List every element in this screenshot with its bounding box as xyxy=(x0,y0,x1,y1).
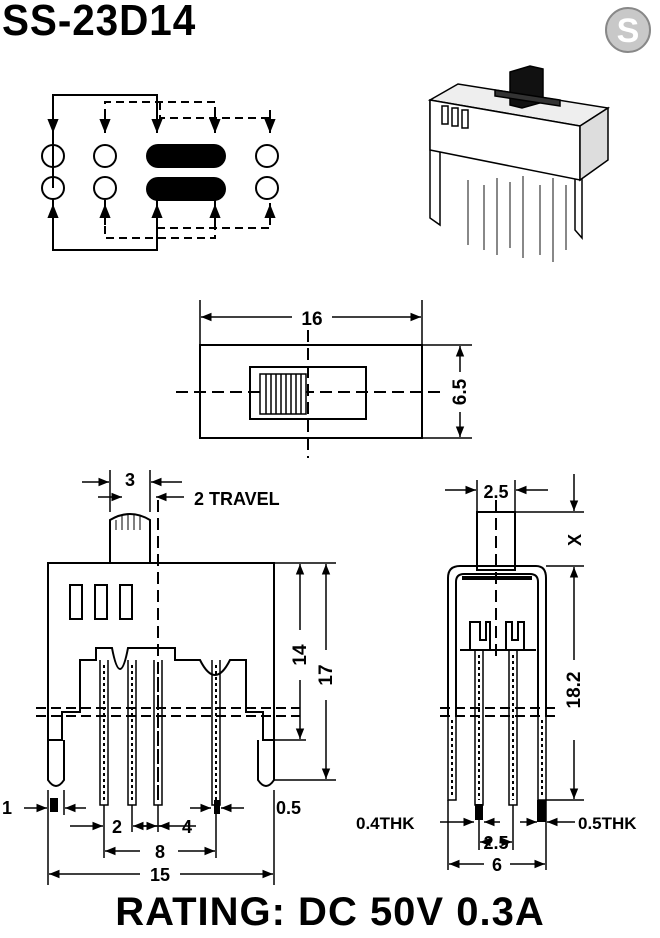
dim-pitch-2: 2 xyxy=(112,817,122,837)
brand-logo: S xyxy=(605,7,651,53)
dim-actuator-width: 3 xyxy=(125,470,135,490)
logo-letter: S xyxy=(617,12,640,50)
dim-pin-1: 1 xyxy=(2,798,12,818)
dim-span-8: 8 xyxy=(155,842,165,862)
dim-height-14: 14 xyxy=(290,644,311,666)
dim-side-actuator: 2.5 xyxy=(483,482,508,502)
dim-height-17: 17 xyxy=(316,664,337,685)
part-number-title: SS-23D14 xyxy=(2,0,197,45)
dim-travel: 2 TRAVEL xyxy=(194,489,280,509)
dim-pitch-4: 4 xyxy=(182,817,192,837)
dim-thk-04: 0.4THK xyxy=(356,814,415,833)
isometric-switch-view xyxy=(427,65,611,262)
dim-side-pitch: 2.5 xyxy=(483,833,508,853)
rating-label: RATING: DC 50V 0.3A xyxy=(115,890,545,934)
side-view xyxy=(440,474,584,870)
front-view xyxy=(24,470,336,885)
circuit-schematic xyxy=(41,94,279,251)
dim-side-height: 18.2 xyxy=(564,672,585,709)
dim-side-width: 6 xyxy=(492,855,502,875)
contact-bridge-bottom xyxy=(146,177,226,201)
top-view xyxy=(176,300,472,458)
dim-span-15: 15 xyxy=(150,865,170,885)
dim-side-x: X xyxy=(565,534,585,546)
dim-top-width: 16 xyxy=(301,309,322,330)
dim-thk-05: 0.5THK xyxy=(578,814,637,833)
dim-pin-05: 0.5 xyxy=(276,798,301,818)
dim-top-height: 6.5 xyxy=(450,378,471,405)
contact-bridge-top xyxy=(146,144,226,168)
